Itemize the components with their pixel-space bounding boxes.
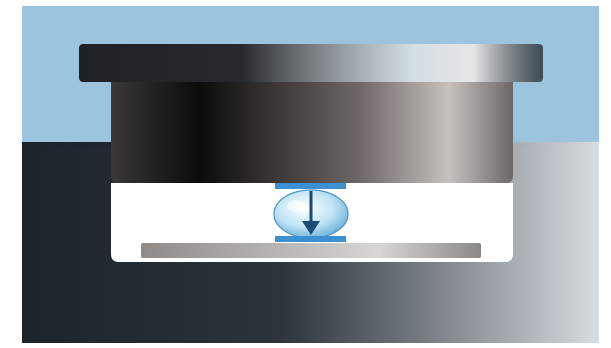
- bottom-plate: [141, 243, 481, 258]
- droplet-highlight: [287, 200, 305, 212]
- upper-contact-pad: [275, 183, 346, 189]
- top-plate: [79, 44, 543, 82]
- lower-contact-pad: [275, 236, 346, 242]
- upper-block: [111, 82, 513, 183]
